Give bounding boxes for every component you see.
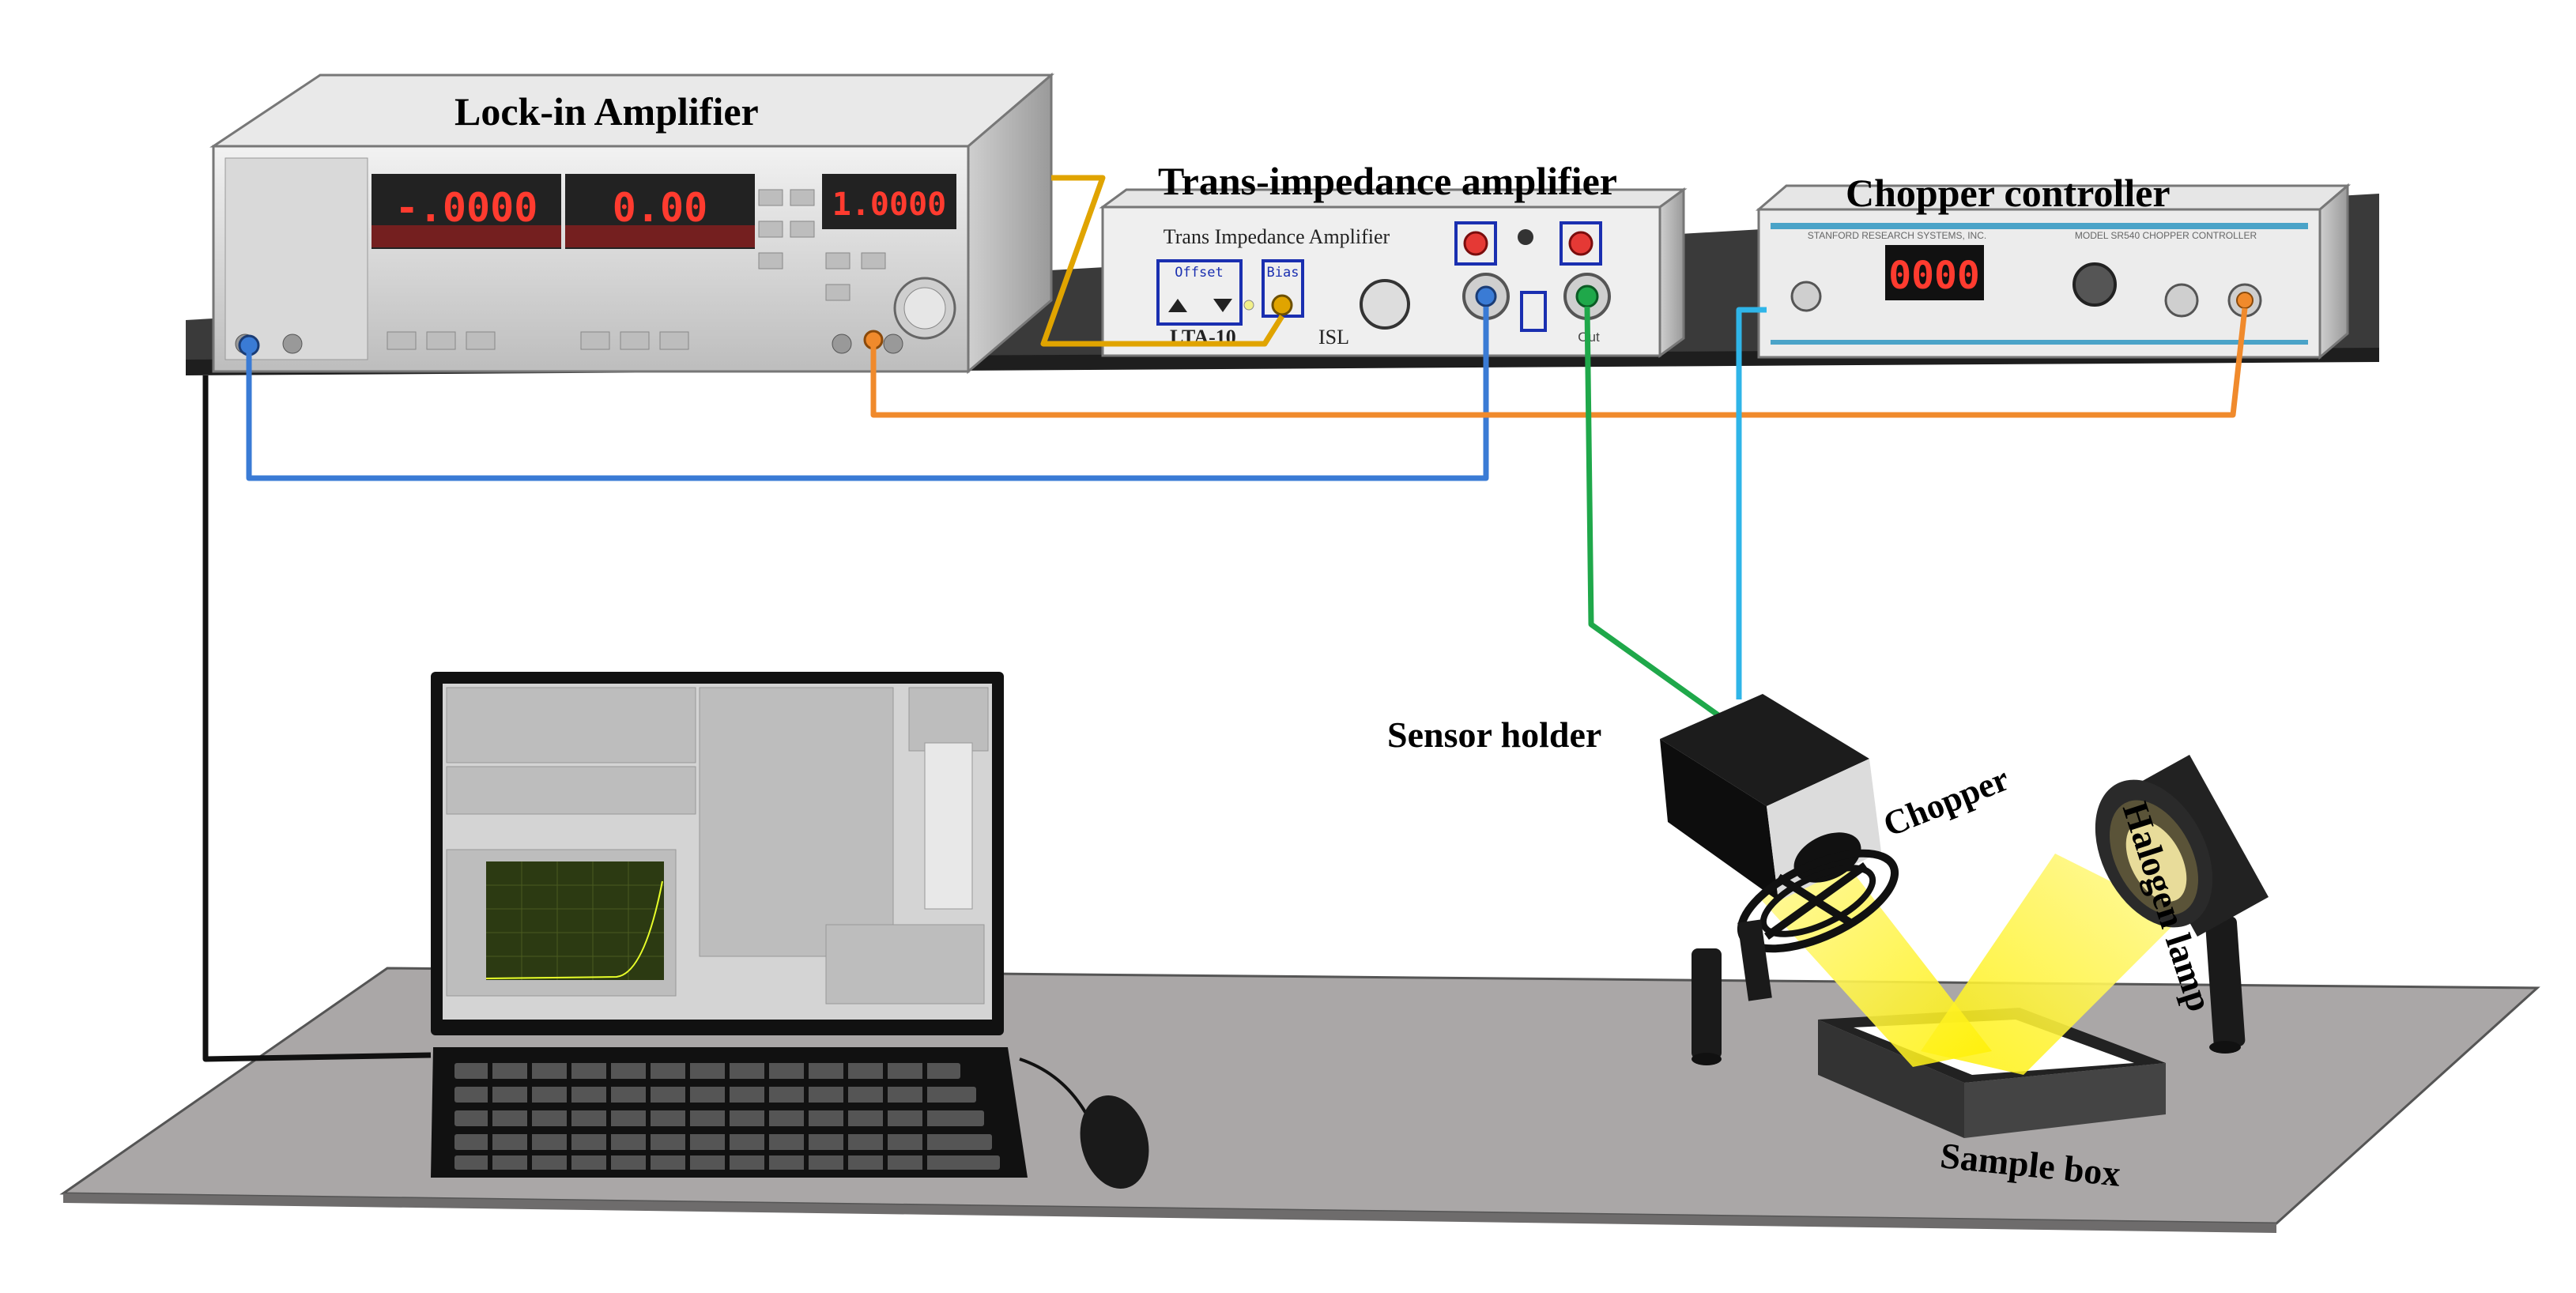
chopper-display: 0000: [1888, 254, 1980, 298]
cyan-cable: [1736, 307, 1767, 699]
orange-cable: [870, 307, 2248, 418]
lockin-display-3: 1.0000: [832, 187, 947, 223]
tia-offset-label: Offset: [1175, 265, 1223, 281]
tia-brand-label: ISL: [1318, 326, 1349, 349]
trans-impedance-amplifier-label: Trans-impedance amplifier: [1158, 159, 1617, 203]
tia-bias-label: Bias: [1267, 265, 1299, 281]
gold-cable: [1040, 175, 1284, 347]
lockin-amplifier-label: Lock-in Amplifier: [454, 89, 759, 134]
incident-light-beam: [1921, 854, 2182, 1075]
chopper-wheel-icon: [1737, 849, 1899, 1001]
lockin-display-2: 0.00: [613, 185, 707, 231]
tia-panel-title: Trans Impedance Amplifier: [1164, 225, 1390, 248]
blue-cable: [246, 307, 1489, 481]
lockin-amplifier-icon: [209, 72, 1055, 375]
halogen-lamp-icon: [2095, 755, 2269, 1054]
reflected-light-beam: [1759, 858, 1992, 1067]
green-cable: [1584, 306, 1737, 729]
keyboard-icon: [431, 1047, 1028, 1178]
black-cable: [202, 375, 432, 1062]
mouse-icon: [1019, 1057, 1149, 1189]
lockin-display-1: -.0000: [395, 185, 538, 231]
laptop-icon: [431, 672, 1004, 1035]
chopper-controller-icon: [1755, 183, 2352, 360]
trans-impedance-amplifier-icon: [1099, 187, 1688, 358]
chopper-model-label: MODEL SR540 CHOPPER CONTROLLER: [2075, 230, 2257, 241]
sensor-holder-label: Sensor holder: [1387, 714, 1602, 755]
chopper-maker-label: STANFORD RESEARCH SYSTEMS, INC.: [1808, 230, 1986, 241]
cables: [202, 175, 2248, 1062]
chopper-controller-label: Chopper controller: [1846, 171, 2171, 215]
